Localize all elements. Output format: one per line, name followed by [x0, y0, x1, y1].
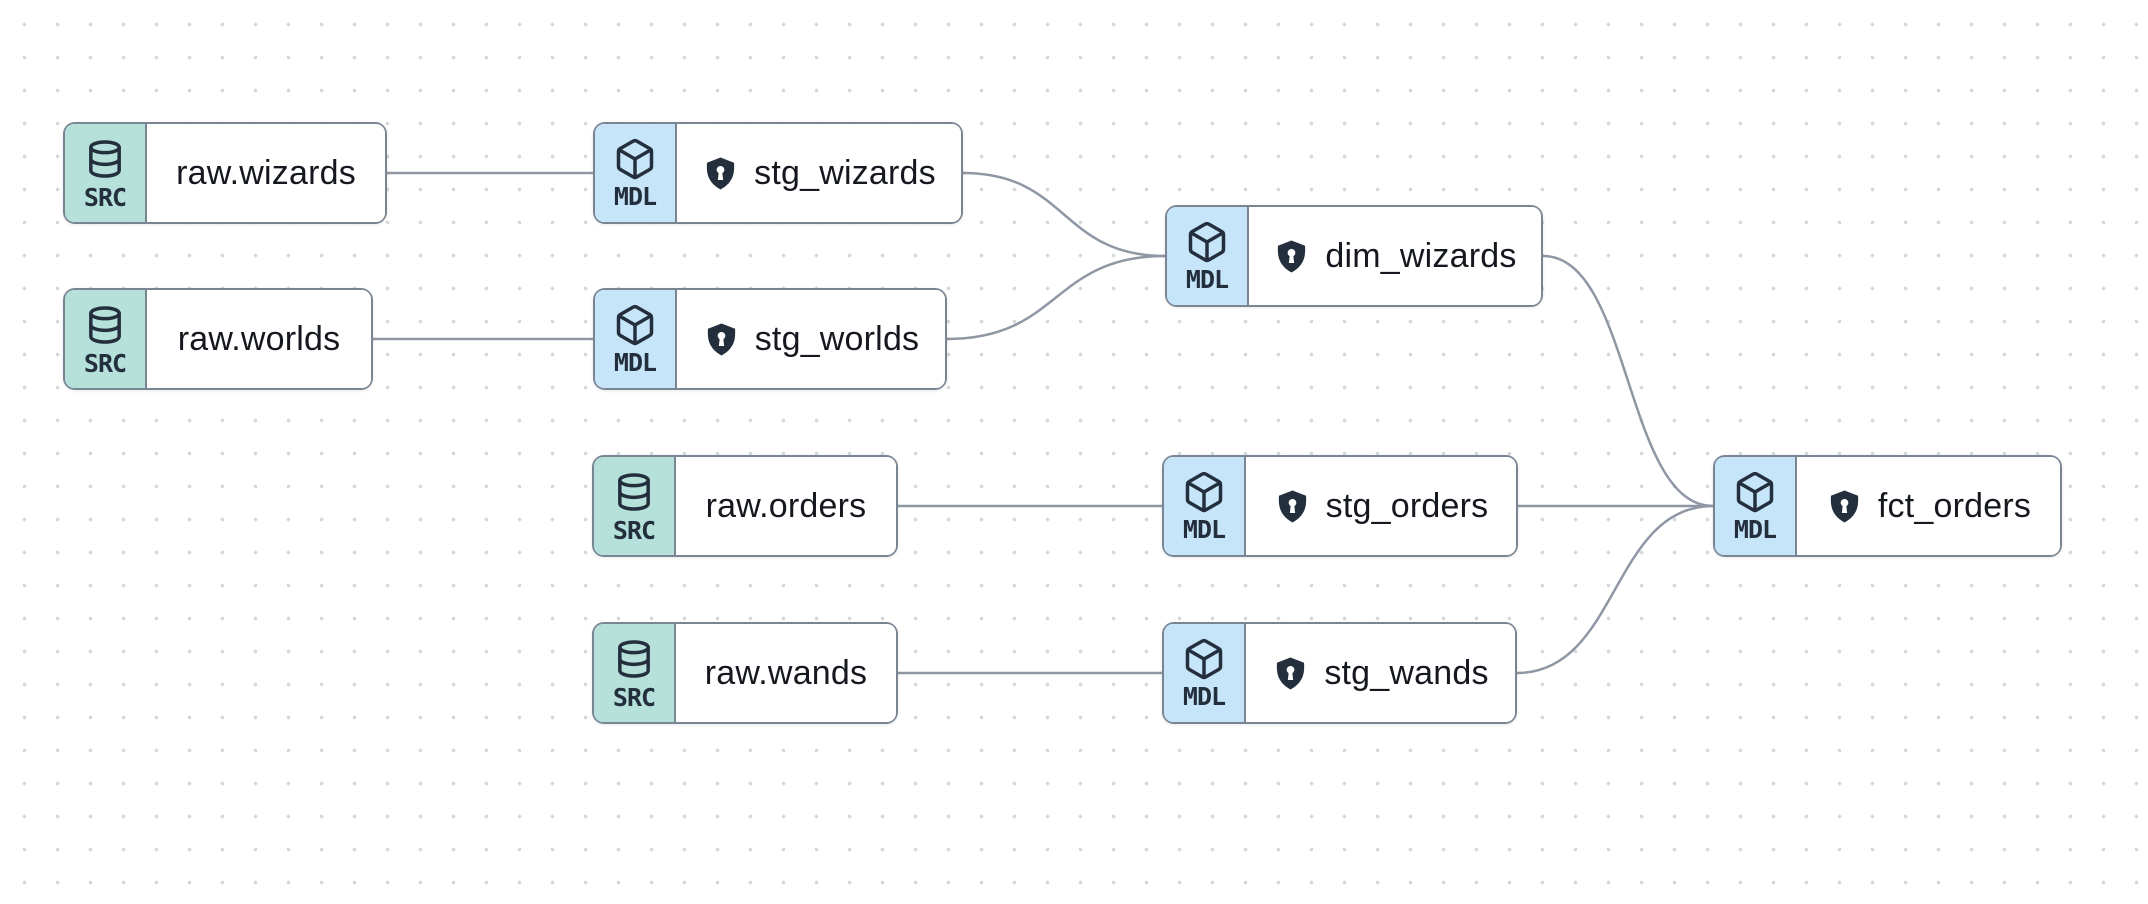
node-type-panel: MDL [1715, 457, 1797, 555]
node-type-label: SRC [612, 516, 656, 545]
node-name: stg_wands [1324, 653, 1489, 692]
node-stg-wizards[interactable]: MDL stg_wizards [593, 122, 963, 224]
node-type-panel: MDL [1164, 457, 1246, 555]
node-type-label: MDL [1182, 682, 1226, 711]
node-raw-worlds[interactable]: SRC raw.worlds [63, 288, 373, 390]
node-type-label: MDL [1733, 515, 1777, 544]
shield-lock-icon [703, 319, 740, 360]
database-icon [85, 136, 125, 182]
node-type-label: SRC [83, 349, 127, 378]
node-stg-worlds[interactable]: MDL stg_worlds [593, 288, 947, 390]
node-name: raw.worlds [177, 319, 341, 358]
node-body: raw.wands [676, 624, 896, 722]
node-body: stg_worlds [677, 290, 945, 388]
node-type-label: MDL [613, 348, 657, 377]
node-raw-orders[interactable]: SRC raw.orders [592, 455, 898, 557]
node-type-panel: SRC [594, 457, 676, 555]
node-type-panel: SRC [65, 290, 147, 388]
cube-icon [1185, 220, 1229, 264]
node-dim-wizards[interactable]: MDL dim_wizards [1165, 205, 1543, 307]
edge-stg_wands-to-fct_orders [1515, 504, 1715, 675]
node-name: dim_wizards [1325, 236, 1517, 275]
node-body: stg_wizards [677, 124, 961, 222]
cube-icon [613, 137, 657, 181]
edge-stg_wizards-to-dim_wizards [961, 171, 1167, 258]
node-fct-orders[interactable]: MDL fct_orders [1713, 455, 2062, 557]
database-icon [614, 636, 654, 682]
node-type-label: MDL [1182, 515, 1226, 544]
node-type-label: SRC [83, 183, 127, 212]
node-type-panel: MDL [595, 290, 677, 388]
node-name: raw.wizards [176, 153, 356, 192]
cube-icon [613, 303, 657, 347]
cube-icon [1182, 637, 1226, 681]
shield-lock-icon [1274, 486, 1311, 527]
node-stg-wands[interactable]: MDL stg_wands [1162, 622, 1517, 724]
database-icon [85, 302, 125, 348]
node-body: stg_orders [1246, 457, 1516, 555]
node-type-panel: MDL [595, 124, 677, 222]
cube-icon [1182, 470, 1226, 514]
node-name: stg_wizards [754, 153, 936, 192]
node-type-panel: SRC [65, 124, 147, 222]
node-body: raw.worlds [147, 290, 371, 388]
node-type-label: MDL [613, 182, 657, 211]
node-body: raw.wizards [147, 124, 385, 222]
node-body: raw.orders [676, 457, 896, 555]
node-name: stg_orders [1325, 486, 1489, 525]
node-name: raw.orders [705, 486, 867, 525]
edge-dim_wizards-to-fct_orders [1541, 254, 1715, 508]
shield-lock-icon [1272, 653, 1309, 694]
node-body: stg_wands [1246, 624, 1515, 722]
cube-icon [1733, 470, 1777, 514]
node-name: stg_worlds [754, 319, 920, 358]
node-type-label: SRC [612, 683, 656, 712]
node-raw-wizards[interactable]: SRC raw.wizards [63, 122, 387, 224]
node-body: fct_orders [1797, 457, 2060, 555]
node-type-panel: SRC [594, 624, 676, 722]
node-name: fct_orders [1877, 486, 2032, 525]
shield-lock-icon [1273, 236, 1310, 277]
shield-lock-icon [1826, 486, 1863, 527]
edge-stg_worlds-to-dim_wizards [945, 254, 1167, 341]
node-type-panel: MDL [1164, 624, 1246, 722]
node-type-label: MDL [1185, 265, 1229, 294]
node-type-panel: MDL [1167, 207, 1249, 305]
node-stg-orders[interactable]: MDL stg_orders [1162, 455, 1518, 557]
node-name: raw.wands [704, 653, 868, 692]
database-icon [614, 469, 654, 515]
shield-lock-icon [702, 153, 739, 194]
node-raw-wands[interactable]: SRC raw.wands [592, 622, 898, 724]
node-body: dim_wizards [1249, 207, 1541, 305]
